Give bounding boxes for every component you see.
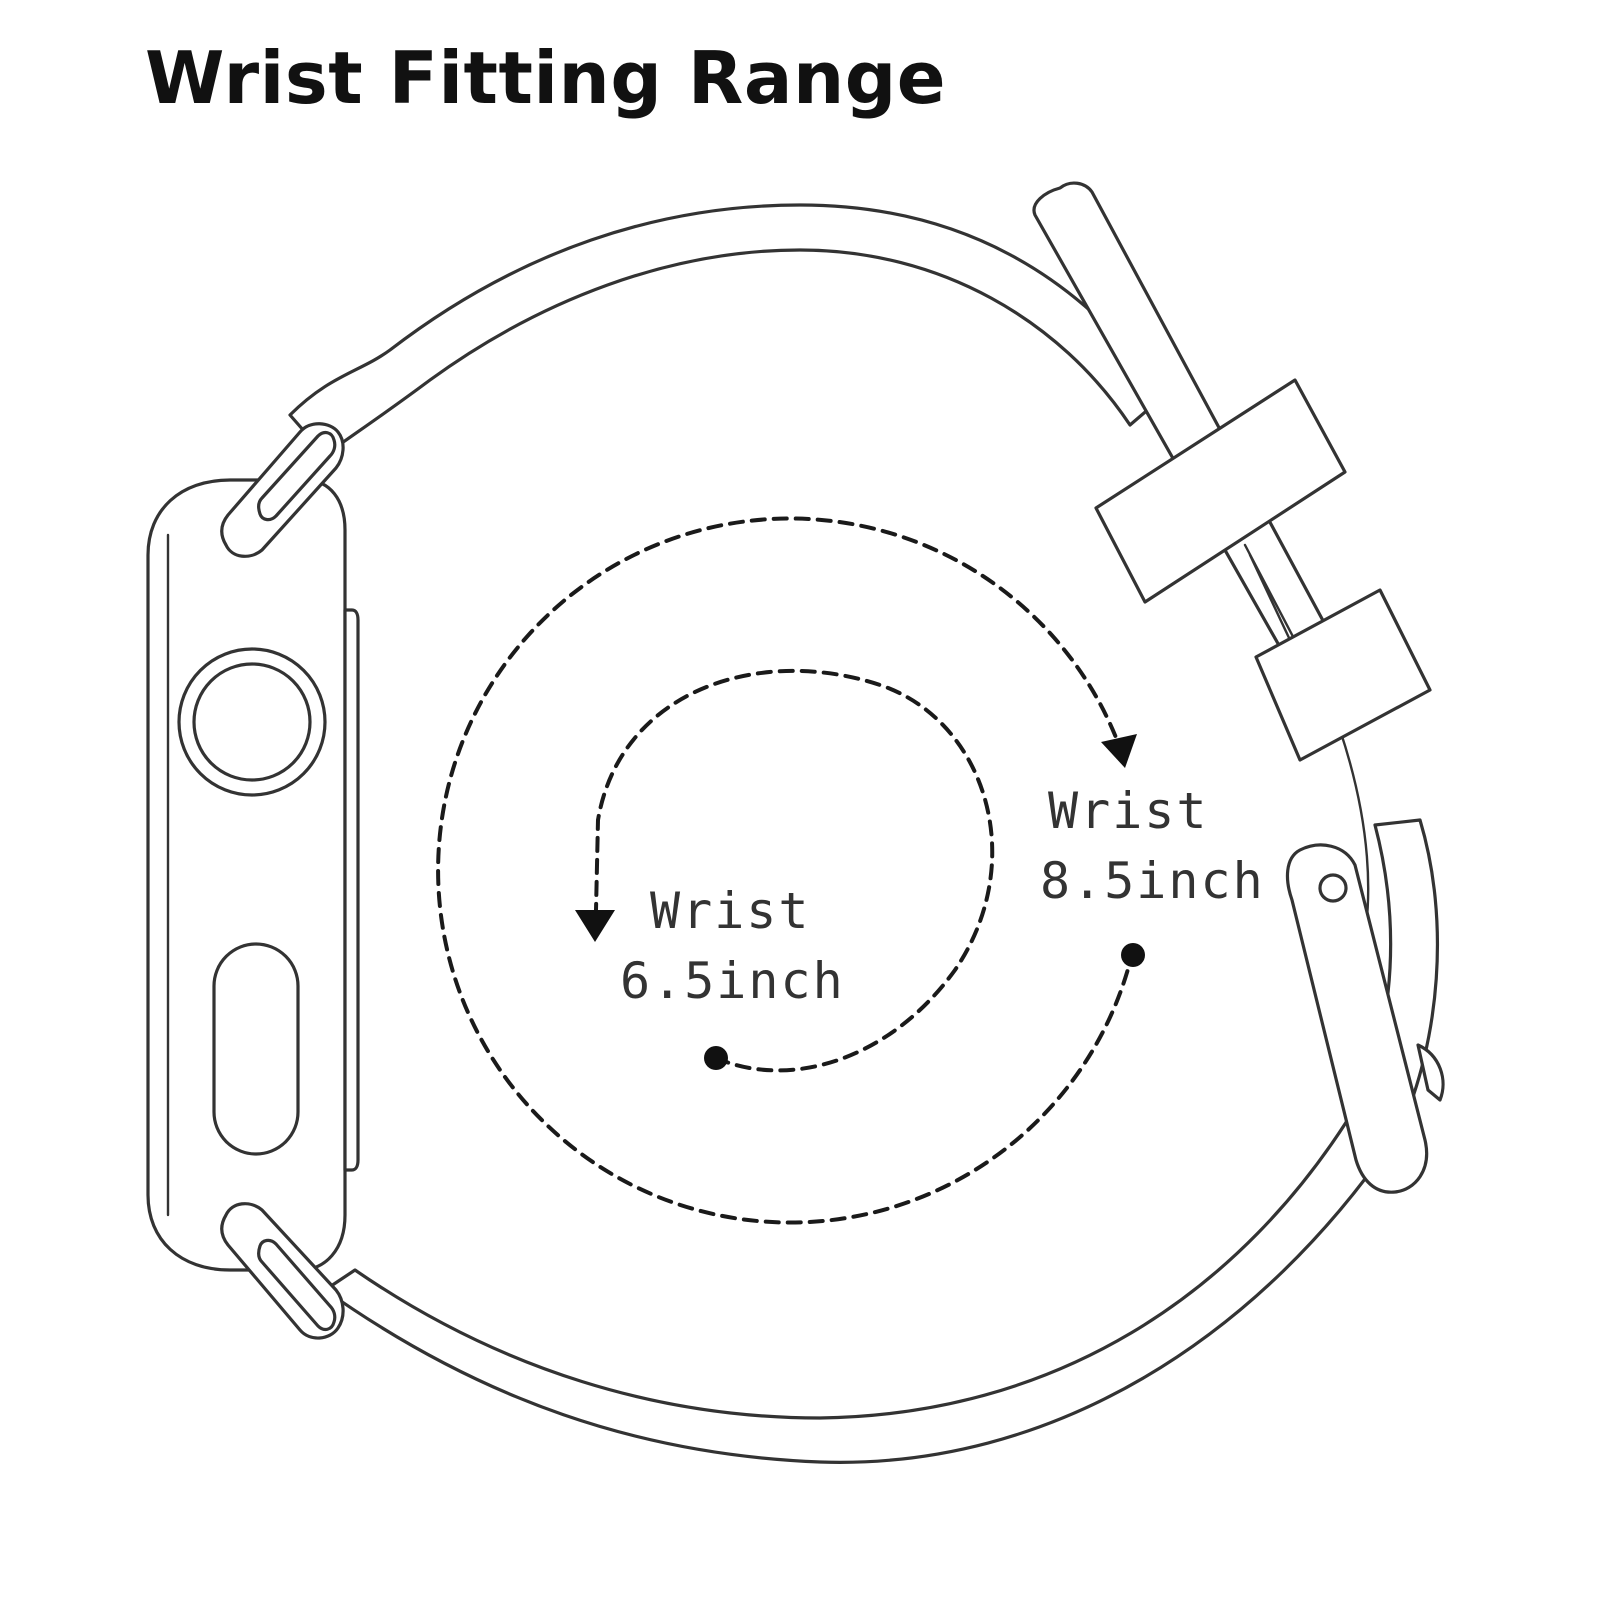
label-wrist-large: Wrist 8.5inch [1040,782,1265,910]
upper-strap [288,203,1167,457]
label-large-line1: Wrist [1048,782,1209,840]
digital-crown-icon [177,647,327,797]
lug-top [220,422,345,558]
lower-strap [323,728,1440,1464]
range-small-arc [575,668,995,1073]
label-small-line2: 6.5inch [620,952,845,1010]
label-small-line1: Wrist [650,882,811,940]
keeper-upper [1094,378,1347,604]
label-wrist-small: Wrist 6.5inch [620,882,845,1010]
side-button-icon [212,942,300,1156]
page-title: Wrist Fitting Range [145,36,947,120]
buckle [1285,843,1445,1194]
buckle-hole-icon [1318,873,1348,903]
keeper-lower [1254,588,1432,762]
range-large-arc [436,516,1145,1225]
label-large-line2: 8.5inch [1040,852,1265,910]
lug-bottom [220,1202,345,1340]
